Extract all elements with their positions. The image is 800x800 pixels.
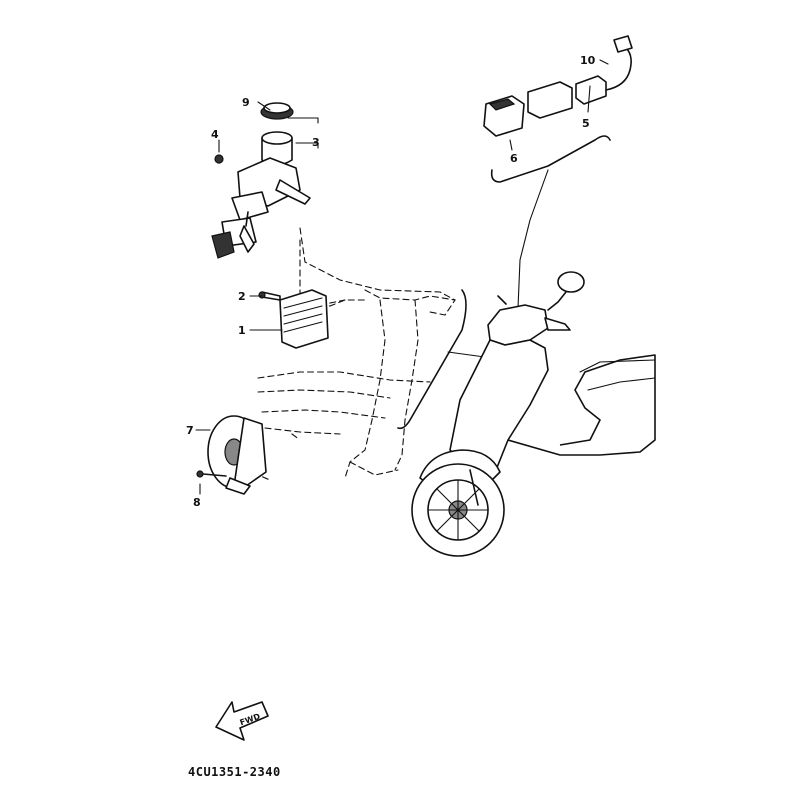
callout-9: 9 xyxy=(242,96,250,109)
diagram-part-number: 4CU1351-2340 xyxy=(188,765,281,779)
horn-part xyxy=(196,415,267,495)
callout-8: 8 xyxy=(193,496,201,509)
callout-10: 10 xyxy=(580,54,596,67)
bracket-left xyxy=(397,289,467,430)
bracket-top xyxy=(490,135,611,183)
regulator-part xyxy=(258,289,329,349)
callout-6: 6 xyxy=(510,152,518,165)
callout-7: 7 xyxy=(186,424,194,437)
frame-outline xyxy=(254,227,456,481)
callout-3: 3 xyxy=(312,136,320,149)
leader-to-scooter-top xyxy=(517,169,549,309)
callout-2: 2 xyxy=(238,290,246,303)
relay-flasher-parts xyxy=(483,35,633,137)
callout-4: 4 xyxy=(211,128,219,141)
leader-lines xyxy=(195,59,609,495)
callout-5: 5 xyxy=(582,117,590,130)
fwd-arrow-icon: FWD xyxy=(215,701,269,741)
main-switch-assembly xyxy=(211,102,311,259)
scooter-illustration xyxy=(411,271,656,557)
callout-1: 1 xyxy=(238,324,246,337)
